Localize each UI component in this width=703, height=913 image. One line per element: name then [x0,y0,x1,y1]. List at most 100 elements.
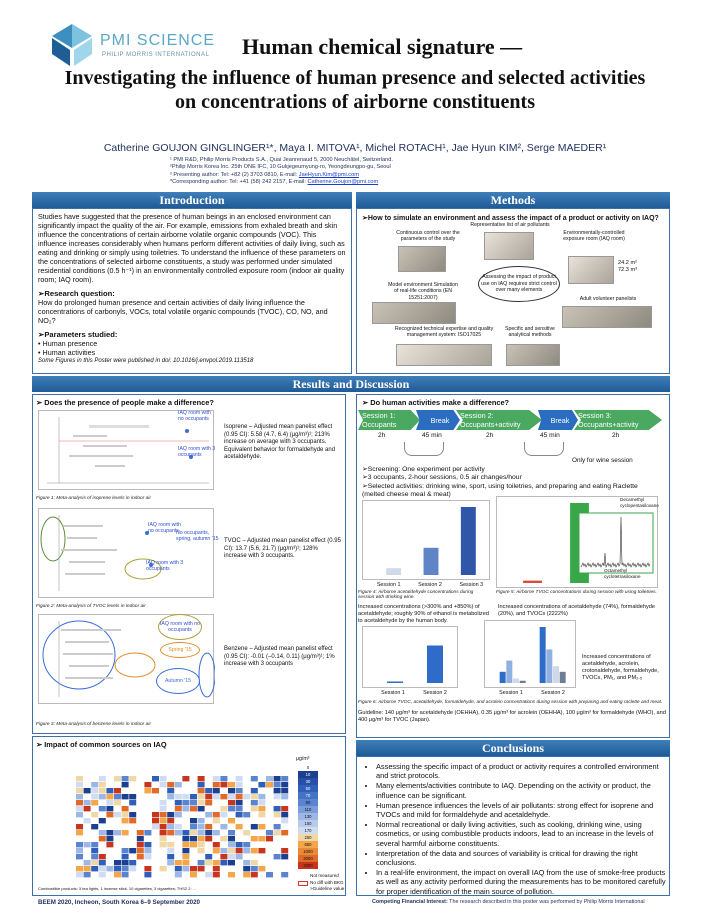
methods-quality-label: Recognized technical expertise and quali… [394,326,494,339]
heatmap-cell [114,818,121,824]
heatmap-cell [136,776,144,782]
heatmap-cell [243,800,251,806]
affiliation-4: *Corresponding author: Tel: +41 (58) 242… [170,179,379,186]
heatmap-cell [167,788,175,794]
heatmap-cell [266,836,273,842]
heatmap-cell [136,854,144,860]
heatmap-cell [250,830,258,836]
heatmap-cell [212,866,220,872]
heatmap-cell [114,800,121,806]
heatmap-cell [197,842,205,848]
poster-title-line1: Human chemical signature — [242,34,523,59]
heatmap-cell [144,866,152,872]
time-break2: 45 min [540,432,560,439]
heatmap-cell [129,848,137,854]
heatmap-unit: μg/m³ [296,756,310,762]
heatmap-cell [243,872,251,878]
heatmap-cell [98,788,106,794]
quality-images [396,344,492,366]
heatmap-cell [167,872,175,878]
heatmap-cell [167,836,175,842]
heatmap-cell [83,854,91,860]
heatmap-cell [174,782,182,788]
heatmap-cell [106,812,114,818]
methods-model-label: Model environment Simulation of real-lif… [388,282,458,301]
heatmap-cell [121,866,129,872]
presenting-email-link[interactable]: JaeHyun.Kim@pmi.com [298,171,359,178]
heatmap-cell [121,842,129,848]
heatmap-cell [250,854,258,860]
heatmap-cell [182,800,190,806]
heatmap-cell [174,830,182,836]
heatmap-cell [174,788,182,794]
heatmap-cell [258,800,266,806]
heatmap-cell [235,836,243,842]
heatmap-cell [152,848,159,854]
heatmap-cell [197,836,205,842]
corresponding-email-link[interactable]: Catherine.Goujon@pmi.com [307,179,379,186]
heatmap-cell [220,794,228,800]
heatmap-cell [174,812,182,818]
heatmap-cell [136,848,144,854]
heatmap-cell [235,782,243,788]
heatmap-cell [258,848,266,854]
heatmap-cell [114,776,121,782]
heatmap-cell [106,842,114,848]
conference-footer: BEEM 2020, Incheon, South Korea 6–9 Sept… [38,899,200,906]
heatmap-cell [273,788,281,794]
heatmap-cell [281,776,289,782]
heatmap-cell [205,794,213,800]
heatmap-cell [174,854,182,860]
heatmap-cell [205,830,213,836]
room-area: 24.2 m² [618,260,637,266]
heatmap-cell [144,818,152,824]
heatmap-cell [76,842,83,848]
heatmap-cell [281,800,289,806]
heatmap-cell [228,836,235,842]
heatmap-cell [205,872,213,878]
heatmap-cell [159,776,167,782]
heatmap-cell [258,788,266,794]
heatmap-grid [76,776,289,878]
session1-chip: Session 1: Occupants [358,410,420,430]
heatmap-cell [91,776,99,782]
heatmap-cell [129,830,137,836]
benzene-text: Benzene – Adjusted mean panelist effect … [224,646,335,668]
chart-bar [423,547,439,575]
heatmap-cell [182,842,190,848]
heatmap-cell [144,800,152,806]
forest-plot-1 [47,417,209,484]
heatmap-cell [250,824,258,830]
heatmap-cell [250,836,258,842]
methods-pollutants-label: Representative list of air pollutants [470,222,550,228]
time-s3: 2h [612,432,620,439]
heatmap-cell [243,848,251,854]
heatmap-cell [129,806,137,812]
publication-note: Some Figures in this Poster were publish… [38,358,254,364]
heatmap-cell [152,776,159,782]
heatmap-cell [152,860,159,866]
sources-heatmap [40,754,292,882]
heatmap-cell [167,860,175,866]
heatmap-cell [212,800,220,806]
panelists-photo [562,306,652,328]
heatmap-cell [159,860,167,866]
heatmap-cell [220,860,228,866]
heatmap-cell [121,806,129,812]
heatmap-cell [273,812,281,818]
heatmap-cell [121,860,129,866]
research-question-title: ➢Research question: [38,289,115,298]
heatmap-cell [167,866,175,872]
heatmap-cell [121,812,129,818]
heatmap-cell [281,794,289,800]
heatmap-cell [220,824,228,830]
heatmap-cell [121,782,129,788]
activities-question: ➢ Do human activities make a difference? [362,398,510,407]
heatmap-cell [167,818,175,824]
heatmap-cell [136,806,144,812]
heatmap-cell [273,794,281,800]
heatmap-cell [258,794,266,800]
chart-bar [499,671,506,683]
heatmap-cell [266,812,273,818]
figure5-text: Increased concentrations of acetaldehyde… [498,604,656,617]
